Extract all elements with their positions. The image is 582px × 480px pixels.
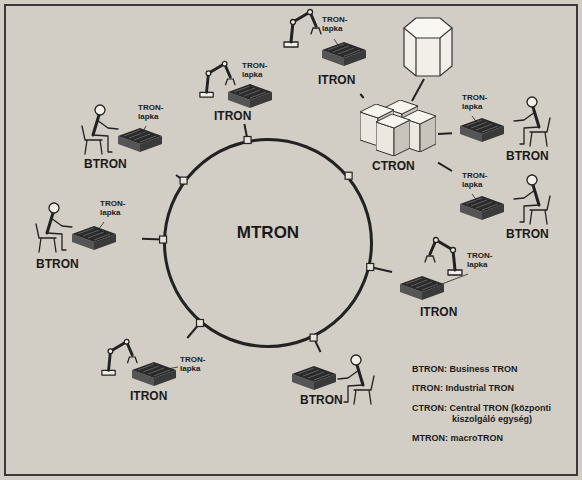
operator-figure (36, 203, 72, 252)
storage-wire (412, 79, 424, 101)
robot-arm (425, 238, 462, 276)
board-callout: TRON- lapka (467, 252, 501, 270)
tron-board (460, 118, 504, 142)
legend-entry: MTRON: macroTRON (412, 433, 572, 444)
workstation: TRON- lapkaITRON (280, 6, 370, 94)
network-link (314, 338, 321, 352)
server-cluster (360, 100, 436, 156)
server-node: CTRON (352, 98, 438, 176)
station-name: BTRON (300, 394, 343, 408)
network-link (438, 163, 452, 171)
ring-network: MTRON (163, 138, 373, 348)
leader-line (472, 194, 478, 202)
tron-board (132, 362, 176, 386)
station-name: ITRON (214, 110, 251, 124)
board-callout: TRON- lapka (100, 200, 134, 218)
tron-board (400, 276, 444, 300)
legend-entry: BTRON: Business TRON (412, 364, 572, 375)
network-link (360, 94, 363, 98)
network-link (349, 173, 352, 176)
ring-outline (163, 138, 373, 348)
storage-unit (404, 18, 452, 76)
network-link (244, 124, 247, 140)
operator-figure (514, 175, 550, 224)
board-callout: TRON- lapka (138, 104, 172, 122)
station-name: BTRON (506, 150, 549, 164)
network-name: MTRON (237, 223, 299, 243)
workstation: TRON- lapkaBTRON (30, 198, 142, 276)
operator-figure (514, 97, 550, 146)
tron-board (322, 42, 366, 66)
station-name: ITRON (420, 306, 457, 320)
board-callout: TRON- lapka (462, 172, 496, 190)
network-link (438, 132, 452, 135)
workstation: BTRON (290, 352, 380, 412)
leader-line (167, 367, 178, 369)
network-link (187, 323, 200, 338)
network-link (176, 175, 184, 181)
ring-line (165, 140, 372, 347)
board-callout: TRON- lapka (180, 356, 214, 374)
workstation: TRON- lapkaITRON (392, 240, 502, 330)
station-name: ITRON (130, 390, 167, 404)
leader-line (334, 39, 340, 48)
workstation: TRON- lapkaITRON (100, 338, 215, 408)
tron-board (72, 226, 116, 250)
legend: BTRON: Business TRON ITRON: Industrial TR… (412, 364, 572, 452)
leader-line (472, 116, 478, 124)
robot-arm (284, 10, 321, 48)
board-callout: TRON- lapka (462, 94, 496, 112)
workstation: TRON- lapkaBTRON (452, 92, 576, 166)
station-name: BTRON (84, 158, 127, 172)
tron-board (118, 128, 162, 152)
operator-figure (338, 355, 374, 404)
robot-arm (102, 339, 137, 375)
server-cube (376, 114, 410, 156)
workstation: TRON- lapkaITRON (198, 60, 278, 124)
leader-line (98, 222, 104, 230)
tron-board (460, 196, 504, 220)
station-name: ITRON (318, 74, 355, 88)
workstation: TRON- lapkaBTRON (452, 170, 576, 246)
leader-line (250, 84, 251, 91)
tron-board (292, 366, 336, 390)
leader-line (442, 274, 468, 284)
station-name: BTRON (36, 258, 79, 272)
leader-line (142, 126, 146, 134)
tron-board (228, 84, 272, 108)
network-link (142, 238, 163, 241)
board-callout: TRON- lapka (242, 62, 276, 80)
legend-entry: ITRON: Industrial TRON (412, 383, 572, 394)
workstation: TRON- lapkaBTRON (76, 100, 176, 176)
frame (5, 5, 577, 475)
legend-entry: CTRON: Central TRON (központi kiszolgáló… (412, 403, 572, 426)
operator-figure (82, 105, 118, 154)
station-name: BTRON (506, 228, 549, 242)
network-link (370, 267, 392, 272)
station-name: CTRON (372, 160, 415, 174)
board-callout: TRON- lapka (322, 16, 356, 34)
